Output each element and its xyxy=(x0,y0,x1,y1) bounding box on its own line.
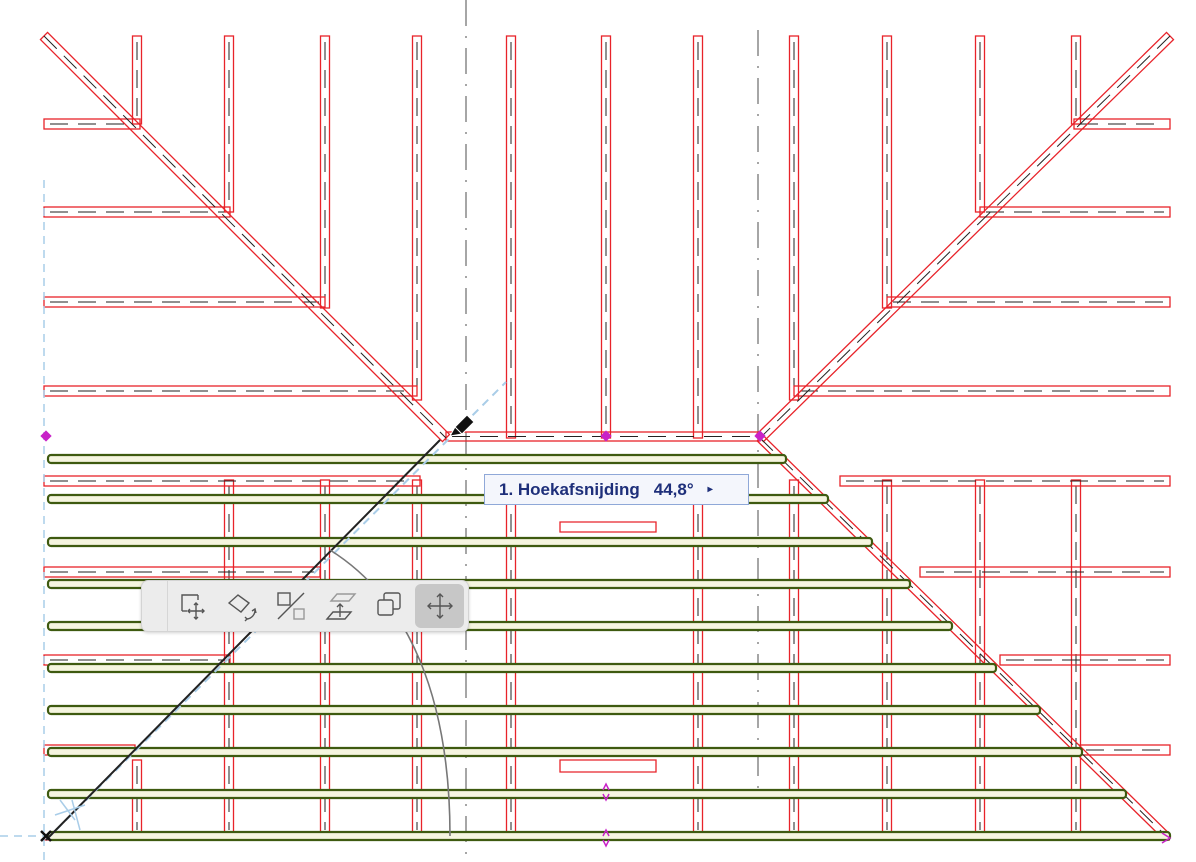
node-marker xyxy=(602,782,610,802)
vertical-beam xyxy=(223,35,235,213)
horizontal-beam xyxy=(793,385,1171,397)
hip-beam xyxy=(39,31,451,443)
rafter xyxy=(46,788,1128,800)
horizontal-beam xyxy=(886,296,1171,308)
vertical-beam xyxy=(692,35,704,439)
elevate-icon xyxy=(324,593,357,620)
rafter xyxy=(46,536,874,548)
multiply-button[interactable] xyxy=(364,584,413,628)
vertical-beam xyxy=(1070,35,1082,125)
tee-mark xyxy=(559,759,657,773)
beam-centerline xyxy=(759,437,1167,837)
beam-centerline xyxy=(43,35,447,439)
beam-centerline xyxy=(759,35,1171,439)
axis-lines xyxy=(465,0,759,862)
tee-mark xyxy=(559,521,657,533)
vertical-beam xyxy=(505,35,517,439)
vertical-beam xyxy=(131,35,143,125)
pet-palette xyxy=(141,580,469,632)
horizontal-beam xyxy=(919,566,1171,578)
horizontal-beam xyxy=(979,206,1171,218)
rotate-button[interactable] xyxy=(217,584,266,628)
vertical-beam xyxy=(319,35,331,309)
horizontal-beam xyxy=(839,475,1171,487)
horizontal-beam xyxy=(43,118,141,130)
selected-rafters[interactable] xyxy=(46,453,1172,842)
move-icon xyxy=(426,593,453,619)
hotspot-diamond xyxy=(40,430,52,442)
rafter xyxy=(46,746,1084,758)
horizontal-beam xyxy=(43,296,326,308)
mirror-button[interactable] xyxy=(266,584,315,628)
hotspot-diamond xyxy=(754,430,766,442)
vertical-beam xyxy=(411,35,423,401)
drag-button[interactable] xyxy=(168,584,217,628)
horizontal-beam xyxy=(999,654,1171,666)
drag-icon xyxy=(180,594,205,620)
vertical-beam xyxy=(881,35,893,309)
node-marker xyxy=(602,828,610,848)
snap-marker xyxy=(54,799,86,831)
rafter xyxy=(46,453,788,465)
elevate-button[interactable] xyxy=(315,584,364,628)
vertical-beam xyxy=(600,35,612,439)
cut-line xyxy=(45,439,441,841)
tracker-arrow-icon[interactable]: ▸ xyxy=(707,484,713,495)
mirror-icon xyxy=(276,592,305,620)
origin-cross-icon xyxy=(40,830,52,842)
tracker-label: 1. Hoekafsnijding xyxy=(499,479,640,499)
multiply-icon xyxy=(376,592,401,616)
palette-grip[interactable] xyxy=(142,581,168,631)
node-marker xyxy=(1161,832,1172,844)
vertical-beam xyxy=(788,35,800,401)
tracker-value[interactable]: 44,8° xyxy=(653,479,694,499)
tracker-box[interactable]: 1. Hoekafsnijding 44,8° ▸ xyxy=(484,474,749,505)
rotate-icon xyxy=(227,594,257,622)
hotspot-diamond xyxy=(600,430,612,442)
rafter xyxy=(46,704,1042,716)
pencil-cursor-icon xyxy=(449,414,475,437)
angle-arc xyxy=(329,549,451,837)
rafter xyxy=(46,662,998,674)
move-button[interactable] xyxy=(415,584,464,628)
